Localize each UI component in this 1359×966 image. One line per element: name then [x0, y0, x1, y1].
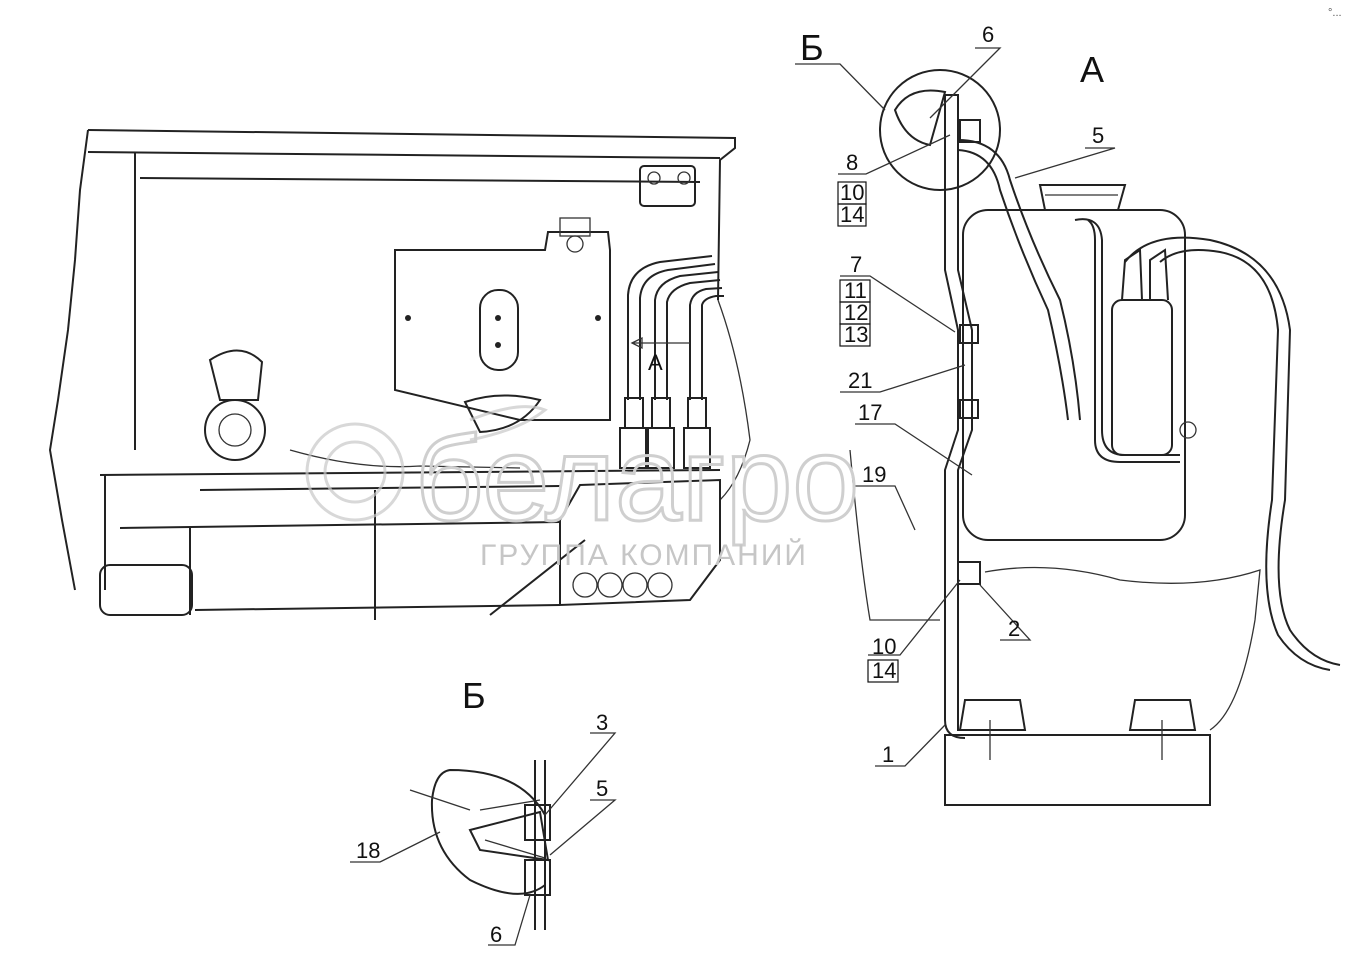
callout-14-a: 14	[840, 202, 864, 227]
view-a	[849, 69, 1341, 806]
callout-18: 18	[356, 838, 380, 863]
watermark: белагро ГРУППА КОМПАНИЙ	[305, 405, 861, 572]
callout-21: 21	[848, 368, 872, 393]
arrow-a-label: А	[648, 350, 663, 375]
main-view	[48, 129, 751, 620]
corner-mark: °...	[1328, 7, 1342, 19]
callout-2: 2	[1008, 616, 1020, 641]
callout-8: 8	[846, 150, 858, 175]
watermark-subtitle: ГРУППА КОМПАНИЙ	[480, 538, 808, 572]
watermark-brand: белагро	[415, 412, 859, 546]
callout-6-detail: 6	[490, 922, 502, 947]
callout-5-detail: 5	[596, 776, 608, 801]
callout-19: 19	[862, 462, 886, 487]
callout-13: 13	[844, 322, 868, 347]
callout-6-top: 6	[982, 22, 994, 47]
callout-10-b: 10	[872, 634, 896, 659]
callout-1: 1	[882, 742, 894, 767]
detail-b-title: Б	[462, 675, 486, 716]
detail-b	[409, 760, 551, 930]
callout-14-b: 14	[872, 658, 896, 683]
callout-11: 11	[844, 278, 867, 303]
view-a-title: А	[1080, 49, 1104, 90]
callout-leaders	[350, 47, 1116, 946]
callout-boxes	[837, 181, 899, 683]
callout-7: 7	[850, 252, 862, 277]
callout-5-top: 5	[1092, 123, 1104, 148]
callout-10-a: 10	[840, 180, 864, 205]
callout-12: 12	[844, 300, 868, 325]
view-b-title: Б	[800, 27, 824, 68]
callout-17: 17	[858, 400, 882, 425]
callout-3: 3	[596, 710, 608, 735]
